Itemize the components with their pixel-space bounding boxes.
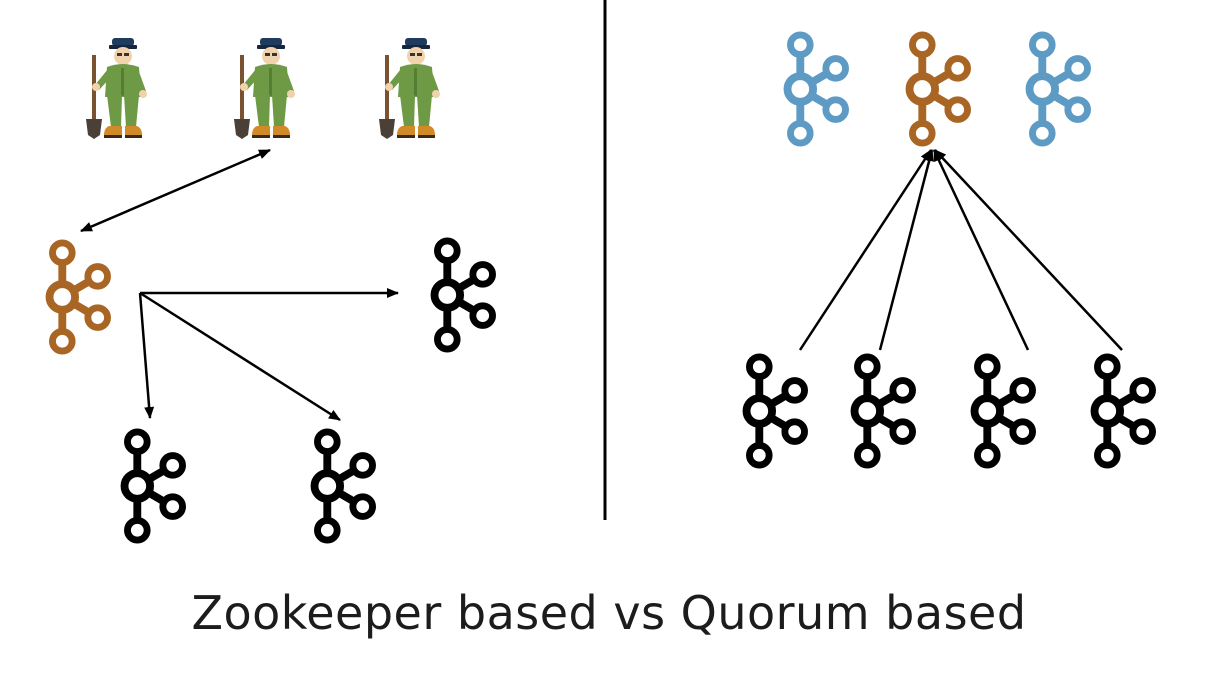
diagram-caption: Zookeeper based vs Quorum based bbox=[191, 586, 1027, 640]
broker-to-leader-arrow bbox=[798, 149, 933, 351]
zookeeper-keeper-icon bbox=[377, 36, 442, 141]
zookeeper-keeper-icon bbox=[84, 36, 149, 141]
kafka-broker-icon bbox=[747, 357, 805, 465]
kafka-broker-icon bbox=[855, 357, 913, 465]
zookeeper-controller-arrow bbox=[80, 148, 271, 233]
right-connectors bbox=[798, 149, 1123, 351]
quorum-voter-icon bbox=[788, 35, 846, 143]
quorum-voter-icon bbox=[1030, 35, 1088, 143]
zookeeper-keeper-icon bbox=[232, 36, 297, 141]
broker-to-leader-arrow bbox=[878, 149, 935, 351]
controller-quorum bbox=[788, 35, 1088, 143]
quorum-leader-icon bbox=[910, 35, 968, 143]
kafka-broker-icon bbox=[315, 432, 373, 540]
kafka-broker-icon bbox=[435, 241, 493, 349]
controller-to-broker-arrow bbox=[138, 292, 155, 419]
zookeeper-ensemble bbox=[84, 36, 442, 141]
controller-broker-icon bbox=[50, 243, 108, 351]
kafka-broker-icon bbox=[125, 432, 183, 540]
broker-to-leader-arrow bbox=[934, 149, 1123, 351]
broker-to-leader-arrow bbox=[932, 149, 1030, 351]
kafka-broker-icon bbox=[1095, 357, 1153, 465]
right-brokers bbox=[747, 357, 1153, 465]
kafka-broker-icon bbox=[975, 357, 1033, 465]
controller-to-broker-arrow bbox=[139, 291, 341, 422]
left-connectors bbox=[80, 148, 399, 422]
